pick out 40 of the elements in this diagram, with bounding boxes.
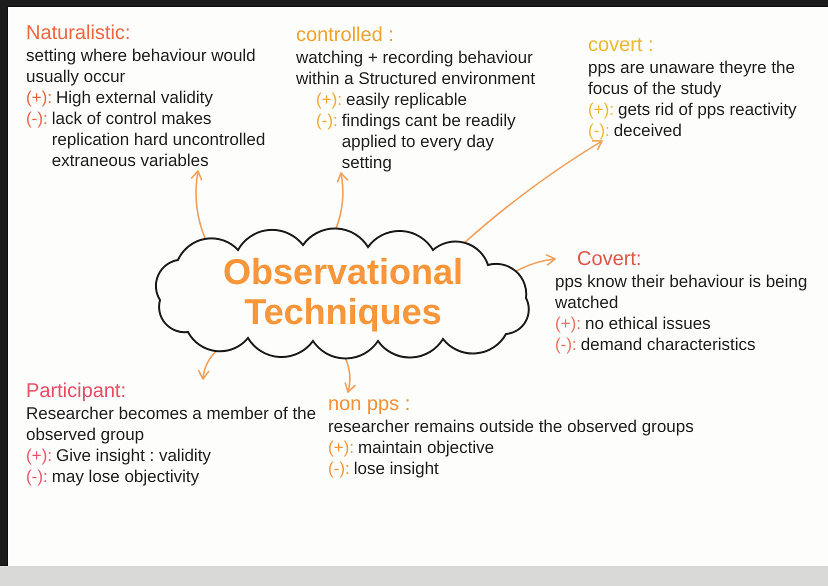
section-heading: Participant: [26,379,126,403]
pro-marker: (+): [26,87,52,108]
con-marker: (-): [555,334,577,355]
evaluation-text: may lose objectivity [52,466,200,487]
pro-marker: (+): [316,89,342,110]
arrow [335,172,348,230]
pro-marker: (+): [555,313,581,334]
con-marker: (-): [316,110,338,132]
con-marker: (-): [328,458,350,479]
pro-marker: (+): [588,99,614,120]
arrow [191,170,206,240]
evaluation-text: Give insight : validity [56,445,212,466]
evaluation-text: gets rid of pps reactivity [618,99,798,120]
definition-text: setting where behaviour would usually occur [26,45,257,87]
section-heading: Naturalistic: [26,21,130,45]
evaluation-text: demand characteristics [580,334,757,355]
evaluation-text: deceived [614,120,683,141]
evaluation-text: lack of control makes replication hard uncontrolled extraneous variables [52,108,266,171]
con-marker: (-): [26,108,48,130]
pro-marker: (+): [328,437,354,458]
evaluation-text: findings cant be readily applied to every day setting [342,110,517,173]
con-marker: (-): [26,466,48,487]
section-heading: covert : [588,33,654,57]
arrow [464,140,603,244]
section-heading: Covert: [577,247,642,271]
section-heading: controlled : [296,23,394,47]
evaluation-text: High external validity [56,87,214,108]
arrow [198,350,218,380]
pro-marker: (+): [26,445,52,466]
topic-title: Observational Techniques [222,252,464,332]
evaluation-text: maintain objective [358,437,496,458]
arrow [344,358,356,393]
evaluation-text: no ethical issues [584,313,712,334]
section-heading: non pps : [328,392,410,416]
definition-text: Researcher becomes a member of the observed group [26,403,318,445]
evaluation-text: easily replicable [346,89,468,110]
con-marker: (-): [588,120,610,141]
evaluation-text: lose insight [354,458,440,479]
definition-text: researcher remains outside the observed groups [328,416,695,437]
arrow [515,254,556,272]
